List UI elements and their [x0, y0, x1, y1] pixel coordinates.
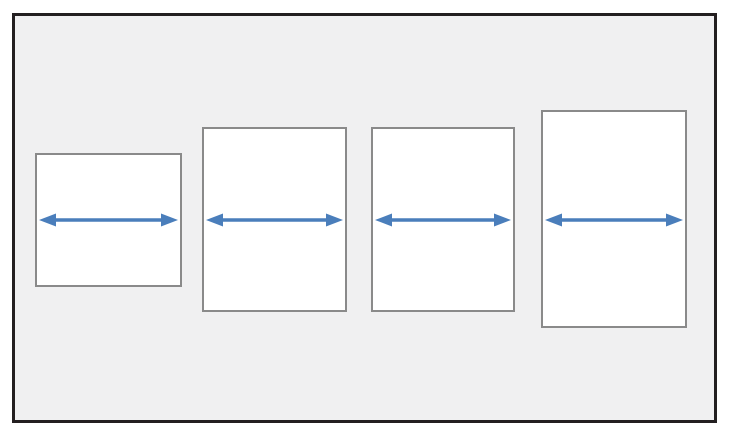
- arrowhead-right: [161, 213, 178, 227]
- arrowhead-left: [206, 213, 223, 227]
- arrowhead-right: [326, 213, 343, 227]
- double-headed-horizontal-arrow-icon: [39, 213, 178, 227]
- double-headed-horizontal-arrow-icon: [545, 213, 683, 227]
- panel-3: [371, 127, 515, 312]
- double-headed-horizontal-arrow-icon: [206, 213, 343, 227]
- arrowhead-right: [494, 213, 511, 227]
- arrowhead-left: [39, 213, 56, 227]
- arrowhead-right: [666, 213, 683, 227]
- double-headed-horizontal-arrow-icon: [375, 213, 511, 227]
- panel-2: [202, 127, 347, 312]
- panel-1: [35, 153, 182, 287]
- arrowhead-left: [545, 213, 562, 227]
- outer-frame: [12, 13, 717, 423]
- arrowhead-left: [375, 213, 392, 227]
- panel-4: [541, 110, 687, 328]
